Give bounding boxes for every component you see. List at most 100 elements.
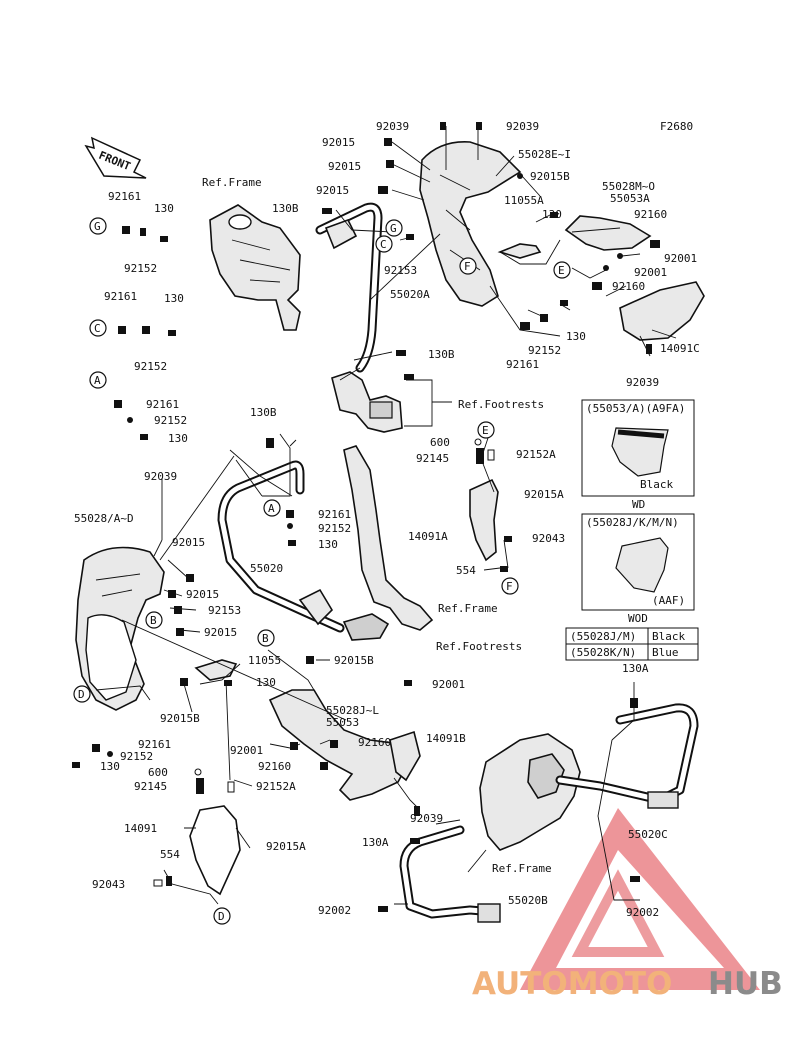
part-label: 55020 — [250, 562, 283, 575]
part-label: 130A — [362, 836, 389, 849]
part-label: 55020A — [390, 288, 430, 301]
part-label: 92145 — [416, 452, 449, 465]
part-label: 92152 — [318, 522, 351, 535]
part-label: 130 — [168, 432, 188, 445]
ref-circle-a: A — [268, 502, 275, 515]
frame-mid — [298, 445, 434, 641]
part-label: 92153 — [208, 604, 241, 617]
part-label: 92153 — [384, 264, 417, 277]
inset-wd-title: (55053/A)(A9FA) — [586, 402, 685, 415]
part-label: 92002 — [626, 906, 659, 919]
part-label: 92015 — [186, 588, 219, 601]
ref-frame-top: Ref.Frame — [202, 176, 262, 189]
part-label: 92001 — [230, 744, 263, 757]
watermark-hub: HUB — [708, 966, 783, 1002]
part-label: 130 — [154, 202, 174, 215]
ref-circle-g: G — [94, 220, 101, 233]
inset-wod-code: (AAF) — [652, 594, 685, 607]
side-cover-55028m — [564, 215, 652, 251]
leader-lines — [95, 126, 677, 905]
part-label: 130 — [256, 676, 276, 689]
watermark-text: AUTOMOTO HUB — [472, 966, 783, 1002]
ref-footrests-mid: Ref.Footrests — [436, 640, 522, 653]
part-label: 55020C — [628, 828, 668, 841]
watermark-logo — [520, 808, 760, 990]
part-label: 55028M~O — [602, 180, 655, 193]
color-table-model: (55028K/N) — [570, 646, 636, 659]
part-label: 92043 — [92, 878, 125, 891]
part-label: 55053A — [610, 192, 650, 205]
part-label: 92015 — [172, 536, 205, 549]
part-label: 92015 — [204, 626, 237, 639]
part-label: 554 — [160, 848, 180, 861]
part-label: 92001 — [634, 266, 667, 279]
frame-bottom — [479, 733, 581, 851]
part-label: 130A — [622, 662, 649, 675]
bracket-11055 — [194, 659, 238, 681]
part-label: 130 — [542, 208, 562, 221]
cover-14091a — [469, 478, 499, 562]
part-label: 554 — [456, 564, 476, 577]
ref-frame-bottom: Ref.Frame — [492, 862, 552, 875]
footrest-bracket-top — [331, 371, 403, 433]
fairing-lower-55028j — [268, 689, 421, 801]
ref-frame-mid: Ref.Frame — [438, 602, 498, 615]
part-label: 130B — [428, 348, 455, 361]
part-label: 92015 — [316, 184, 349, 197]
part-label: 92001 — [432, 678, 465, 691]
hardware-items — [72, 122, 660, 912]
part-label: 92161 — [506, 358, 539, 371]
part-label: 14091B — [426, 732, 466, 745]
fairing-left-main — [75, 546, 165, 711]
part-label: 92160 — [358, 736, 391, 749]
front-arrow-icon: FRONT — [84, 136, 147, 179]
guard-bar-55020c — [555, 703, 699, 809]
color-table-model: (55028J/M) — [570, 630, 636, 643]
ref-circle-g: G — [390, 222, 397, 235]
part-label: 14091A — [408, 530, 448, 543]
part-label: 92152 — [154, 414, 187, 427]
inset-wod-title: (55028J/K/M/N) — [586, 516, 679, 529]
part-label: 600 — [430, 436, 450, 449]
reference-circles: G G C C A A E E F F B B D D — [73, 217, 571, 925]
part-label: 55028E~I — [518, 148, 571, 161]
part-label: 92160 — [258, 760, 291, 773]
part-label: 14091C — [660, 342, 700, 355]
part-label: 92152 — [528, 344, 561, 357]
part-label: 92161 — [104, 290, 137, 303]
part-label: 92015A — [266, 840, 306, 853]
part-label: 11055 — [248, 654, 281, 667]
color-table: (55028J/M) Black (55028K/N) Blue — [565, 627, 699, 661]
inset-wd: (55053/A)(A9FA) Black WD — [581, 399, 695, 511]
part-label: 92160 — [634, 208, 667, 221]
part-label: 92039 — [144, 470, 177, 483]
inset-wd-caption: WD — [632, 498, 645, 511]
part-label: 92145 — [134, 780, 167, 793]
part-label: 55053 — [326, 716, 359, 729]
part-label: 92152A — [256, 780, 296, 793]
color-table-color: Black — [652, 630, 685, 643]
cover-14091c — [619, 281, 705, 341]
frame-head-top — [209, 204, 301, 331]
part-label: 130 — [318, 538, 338, 551]
ref-circle-d: D — [78, 688, 85, 701]
part-label: 92015B — [334, 654, 374, 667]
part-label: 92039 — [376, 120, 409, 133]
part-label: 92152 — [124, 262, 157, 275]
part-label: 92161 — [146, 398, 179, 411]
part-label: 92161 — [108, 190, 141, 203]
part-label: 92152 — [134, 360, 167, 373]
part-label: 92039 — [506, 120, 539, 133]
inset-wod: (55028J/K/M/N) (AAF) WOD — [581, 513, 695, 625]
ref-circle-b: B — [150, 614, 157, 627]
ref-circle-f: F — [464, 260, 471, 273]
part-label: 130B — [272, 202, 299, 215]
part-label: 92015A — [524, 488, 564, 501]
part-label: 92043 — [532, 532, 565, 545]
part-label: 130 — [566, 330, 586, 343]
part-label: 600 — [148, 766, 168, 779]
ref-circle-f: F — [506, 580, 513, 593]
color-table-color: Blue — [652, 646, 679, 659]
part-label: 92001 — [664, 252, 697, 265]
